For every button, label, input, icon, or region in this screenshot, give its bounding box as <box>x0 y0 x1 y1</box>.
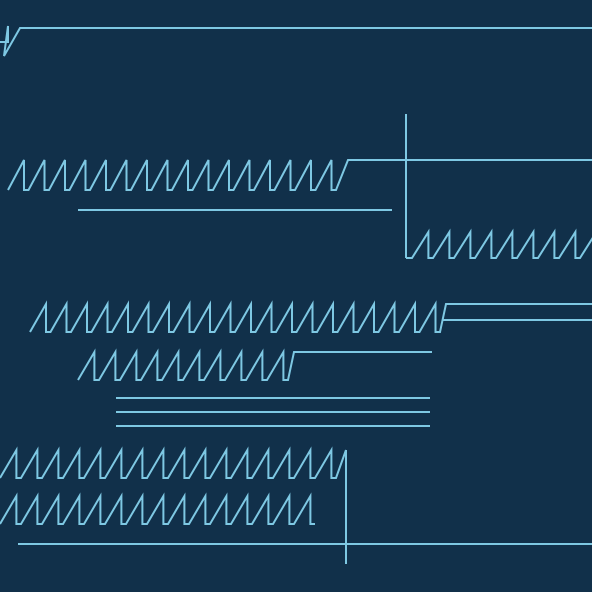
signal-wave-row-3 <box>29 300 592 333</box>
signal-wave-row-6 <box>0 492 315 525</box>
signal-wave-row-2 <box>406 228 592 259</box>
signal-traces <box>0 25 592 564</box>
top-signal-line <box>0 25 592 57</box>
signal-wave-row-1 <box>7 159 592 191</box>
signal-wave-row-5 <box>0 446 347 479</box>
signal-wave-row-4 <box>77 348 432 381</box>
